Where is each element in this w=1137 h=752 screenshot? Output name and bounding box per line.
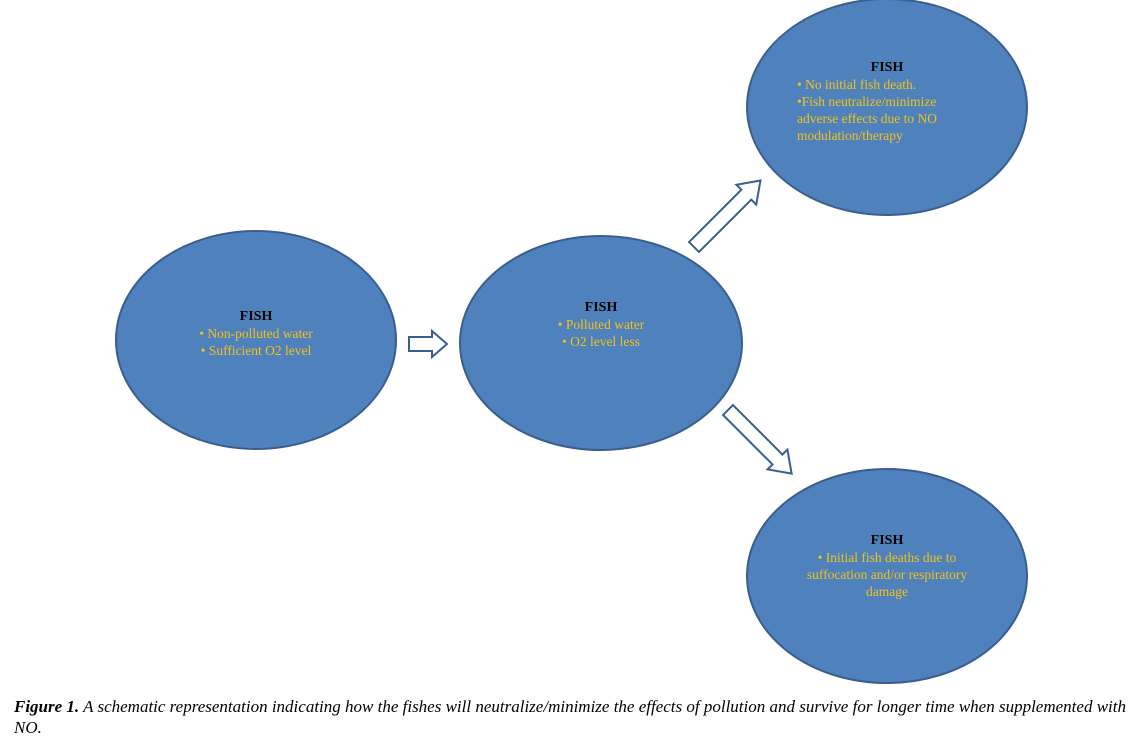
figure-caption: Figure 1. A schematic representation ind… bbox=[14, 696, 1129, 738]
node-top-line-3: adverse effects due to NO bbox=[797, 111, 937, 126]
arrow-right bbox=[408, 328, 449, 360]
node-bottom-line-1: • Initial fish deaths due to bbox=[817, 550, 957, 565]
caption-text: A schematic representation indicating ho… bbox=[14, 697, 1126, 737]
node-left-line-1: • Non-polluted water bbox=[199, 326, 313, 341]
node-bottom-line-3: damage bbox=[866, 584, 908, 599]
node-top-line-1: • No initial fish death. bbox=[797, 77, 917, 92]
node-center-text: FISH • Polluted water • O2 level less bbox=[501, 299, 701, 350]
node-left-text: FISH • Non-polluted water • Sufficient O… bbox=[156, 308, 356, 359]
node-bottom-line-2: suffocation and/or respiratory bbox=[806, 567, 968, 582]
node-bottom-title: FISH bbox=[870, 533, 904, 548]
flow-diagram bbox=[115, 0, 1028, 684]
node-top-line-2: •Fish neutralize/minimize bbox=[797, 94, 937, 109]
node-top-title: FISH bbox=[870, 60, 904, 75]
arrow-up-right bbox=[687, 179, 762, 254]
node-top-text: FISH • No initial fish death. •Fish neut… bbox=[797, 59, 977, 144]
node-top-line-4: modulation/therapy bbox=[797, 128, 903, 143]
node-left-title: FISH bbox=[239, 309, 273, 324]
node-bottom-text: FISH • Initial fish deaths due to suffoc… bbox=[776, 532, 998, 600]
node-center-line-2: • O2 level less bbox=[562, 334, 640, 349]
node-center-title: FISH bbox=[584, 300, 618, 315]
node-left-line-2: • Sufficient O2 level bbox=[200, 343, 312, 358]
caption-label: Figure 1. bbox=[14, 697, 80, 716]
arrow-down-right bbox=[721, 403, 793, 475]
ellipse-center bbox=[459, 235, 743, 451]
ellipse-top bbox=[746, 0, 1028, 216]
ellipse-bottom bbox=[746, 468, 1028, 684]
node-center-line-1: • Polluted water bbox=[557, 317, 645, 332]
ellipse-left bbox=[115, 230, 397, 450]
